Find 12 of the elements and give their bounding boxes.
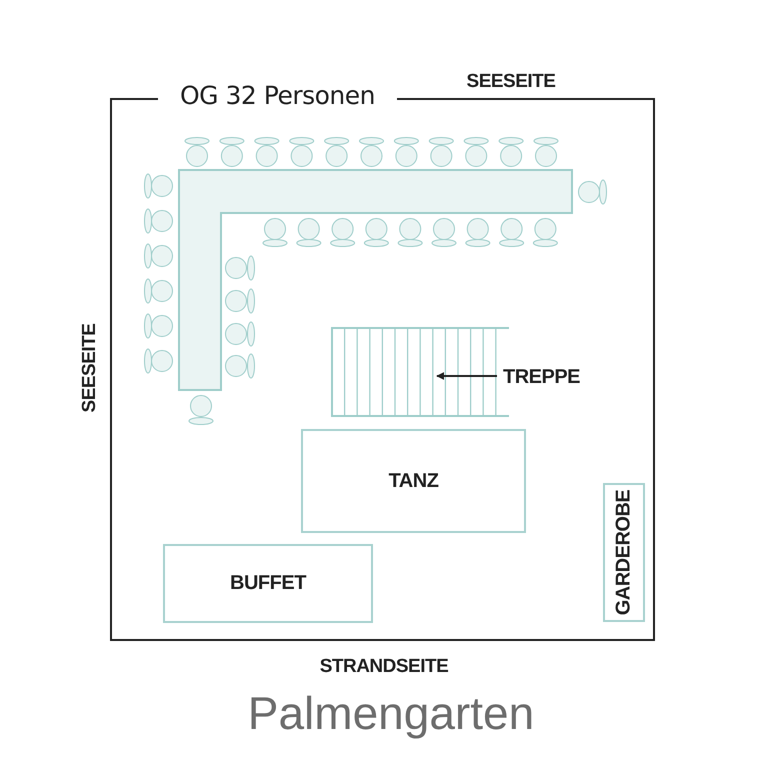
staircase-label: TREPPE (503, 366, 580, 389)
area-label: GARDEROBE (612, 490, 636, 616)
cloakroom-area (603, 483, 645, 622)
side-label: STRANDSEITE (320, 656, 448, 678)
venue-title: Palmengarten (246, 686, 536, 740)
area-label: BUFFET (230, 572, 306, 595)
buffet-area (163, 544, 373, 623)
side-label: SEESEITE (466, 71, 556, 93)
side-label: SEESEITE (79, 324, 101, 412)
arrow (436, 372, 497, 380)
area-label: TANZ (388, 470, 438, 492)
dance-floor-area (301, 429, 526, 533)
